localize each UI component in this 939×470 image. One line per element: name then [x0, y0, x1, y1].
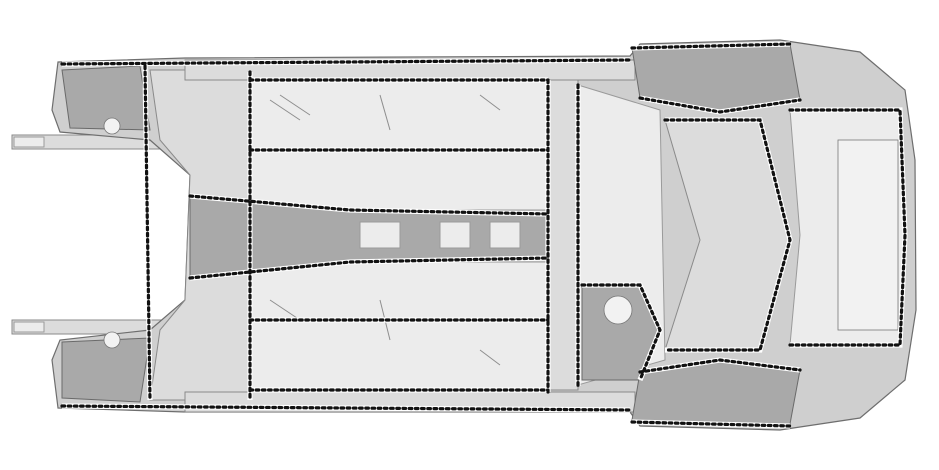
tunnel-bracket-3 — [489, 221, 521, 249]
floor-ribs — [269, 94, 501, 366]
front-floor-left — [249, 79, 551, 211]
tunnel-bracket-2 — [439, 221, 471, 249]
rear-crossmember — [549, 79, 579, 391]
spare-well-dome — [603, 295, 633, 325]
front-right-apron — [61, 337, 151, 403]
front-left-mount-hole — [103, 117, 121, 135]
weld-lines — [60, 41, 908, 429]
front-left-apron — [61, 65, 151, 131]
front-floor-right — [249, 261, 551, 393]
rear-opening — [837, 139, 899, 331]
front-right-mount-hole — [103, 331, 121, 349]
tunnel-bracket-1 — [359, 221, 401, 249]
